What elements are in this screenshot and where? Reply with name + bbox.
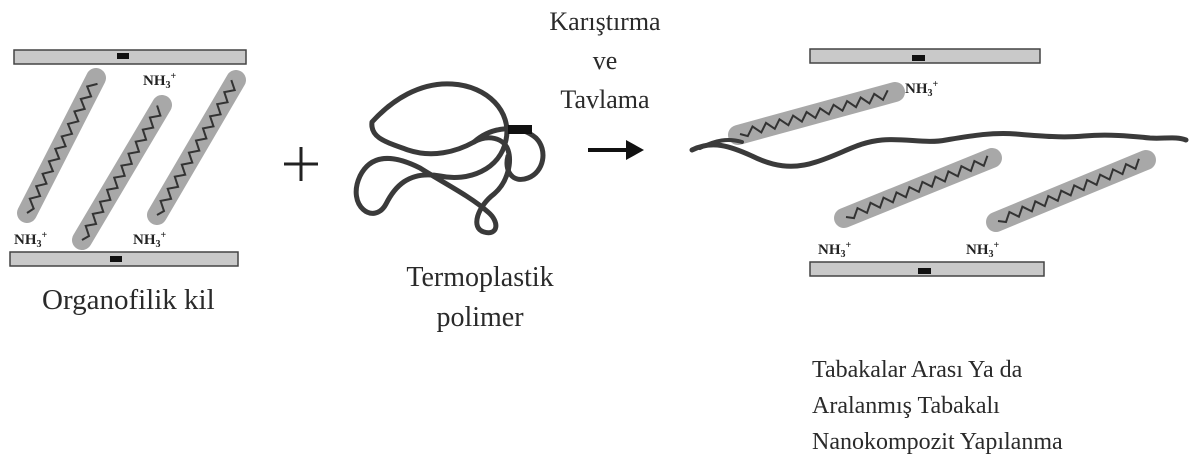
plus-sign bbox=[284, 147, 318, 181]
process-line-2: ve bbox=[520, 41, 690, 80]
nanocomposite-line-1: Tabakalar Arası Ya da bbox=[812, 352, 1063, 388]
polymer-line-1: Termoplastik bbox=[390, 258, 570, 298]
ammonium-label: NH3+ bbox=[966, 240, 1000, 260]
negative-charge-mark bbox=[117, 53, 129, 59]
nanocomposite-line-2: Aralanmış Tabakalı bbox=[812, 388, 1063, 424]
ammonium-label: NH3+ bbox=[143, 71, 177, 91]
organoclay-caption: Organofilik kil bbox=[42, 284, 215, 317]
surfactant-chain bbox=[844, 156, 992, 218]
ammonium-label: NH3+ bbox=[818, 240, 852, 260]
process-caption: Karıştırma ve Tavlama bbox=[520, 2, 690, 119]
process-arrow bbox=[588, 140, 644, 160]
organoclay-group: NH3+ NH3+ NH3+ bbox=[10, 50, 246, 266]
negative-charge-mark bbox=[912, 55, 925, 61]
nanocomposite-group: NH3+ NH3+ NH3+ bbox=[692, 49, 1186, 276]
polymer-caption: Termoplastik polimer bbox=[390, 258, 570, 338]
negative-charge-mark bbox=[110, 256, 122, 262]
clay-layer-bottom bbox=[10, 252, 238, 266]
negative-charge-mark bbox=[918, 268, 931, 274]
surfactant-chain bbox=[738, 90, 895, 136]
ammonium-label: NH3+ bbox=[14, 230, 48, 250]
surfactant-chain bbox=[996, 159, 1146, 222]
clay-layer-top bbox=[14, 50, 246, 64]
polymer-coil bbox=[356, 84, 543, 233]
intercalated-polymer-chain bbox=[692, 133, 1186, 166]
ammonium-label: NH3+ bbox=[905, 79, 939, 99]
polymer-line-2: polimer bbox=[390, 298, 570, 338]
polymer-end-group bbox=[508, 125, 532, 134]
process-line-3: Tavlama bbox=[520, 80, 690, 119]
nanocomposite-line-3: Nanokompozit Yapılanma bbox=[812, 424, 1063, 459]
process-line-1: Karıştırma bbox=[520, 2, 690, 41]
nanocomposite-caption: Tabakalar Arası Ya da Aralanmış Tabakalı… bbox=[812, 352, 1063, 459]
surfactant-chain bbox=[27, 78, 98, 213]
ammonium-label: NH3+ bbox=[133, 230, 167, 250]
